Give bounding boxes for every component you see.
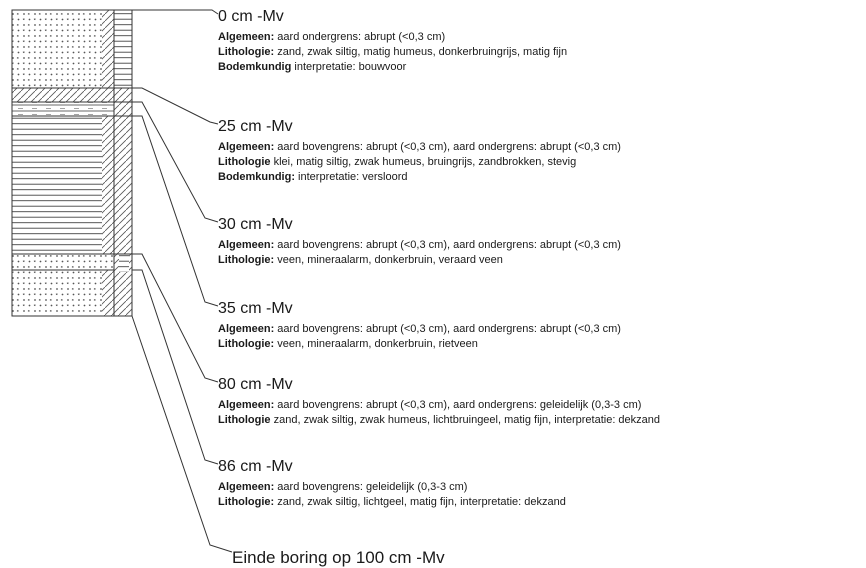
property-value: zand, zwak siltig, matig humeus, donkerb…	[274, 46, 568, 58]
litho-peat-humus	[102, 116, 114, 254]
layer-depth-label: 80 cm -Mv	[218, 376, 293, 393]
property-label: Lithologie:	[218, 46, 275, 58]
sub-column-2	[114, 88, 132, 254]
layer-property-line: Lithologie zand, zwak siltig, zwak humeu…	[218, 413, 660, 428]
litho-topsoil-humus	[102, 10, 114, 88]
property-value: interpretatie: versloord	[295, 171, 408, 183]
property-value: aard bovengrens: abrupt (<0,3 cm), aard …	[274, 323, 621, 335]
litho-sand-2	[12, 270, 102, 316]
property-value: zand, zwak siltig, zwak humeus, lichtbru…	[270, 414, 661, 426]
column-outline	[11, 9, 133, 317]
property-label: Algemeen:	[218, 323, 275, 335]
property-value: aard bovengrens: abrupt (<0,3 cm), aard …	[274, 239, 621, 251]
layer-property-line: Bodemkundig interpretatie: bouwvoor	[218, 60, 567, 75]
property-label: Lithologie:	[218, 254, 275, 266]
layer-depth-label: 35 cm -Mv	[218, 300, 293, 317]
litho-peat-2	[12, 116, 114, 254]
layer-property-line: Algemeen: aard bovengrens: abrupt (<0,3 …	[218, 140, 621, 155]
layer-property-line: Algemeen: aard bovengrens: abrupt (<0,3 …	[218, 322, 621, 337]
property-value: klei, matig siltig, zwak humeus, bruingr…	[270, 156, 577, 168]
property-label: Lithologie:	[218, 338, 275, 350]
property-label: Lithologie:	[218, 496, 275, 508]
leader-line	[132, 269, 219, 465]
property-label: Algemeen:	[218, 481, 275, 493]
leader-line	[131, 315, 233, 553]
layer-property-line: Bodemkundig: interpretatie: versloord	[218, 170, 621, 185]
layer-property-line: Lithologie: zand, zwak siltig, lichtgeel…	[218, 495, 566, 510]
property-value: interpretatie: bouwvoor	[291, 61, 407, 73]
layer-property-line: Lithologie: zand, zwak siltig, matig hum…	[218, 45, 567, 60]
sub-column-1	[114, 10, 132, 88]
litho-peat-1	[12, 102, 114, 116]
property-label: Lithologie	[218, 414, 271, 426]
layer-property-line: Lithologie: veen, mineraalarm, donkerbru…	[218, 253, 621, 268]
property-label: Algemeen:	[218, 239, 275, 251]
property-label: Algemeen:	[218, 399, 275, 411]
property-value: veen, mineraalarm, donkerbruin, rietveen	[274, 338, 478, 350]
litho-sand-2-humus	[102, 270, 114, 316]
layer-depth-label: 86 cm -Mv	[218, 458, 293, 475]
layer-property-line: Lithologie: veen, mineraalarm, donkerbru…	[218, 337, 621, 352]
litho-sand-1	[12, 254, 114, 270]
property-value: aard ondergrens: abrupt (<0,3 cm)	[274, 31, 446, 43]
property-value: veen, mineraalarm, donkerbruin, veraard …	[274, 254, 503, 266]
sub-column-gap	[119, 254, 129, 272]
litho-clay-band	[12, 88, 114, 102]
property-label: Algemeen:	[218, 141, 275, 153]
property-label: Bodemkundig:	[218, 171, 295, 183]
property-value: aard bovengrens: abrupt (<0,3 cm), aard …	[274, 399, 642, 411]
litho-sand-topsoil	[12, 10, 102, 88]
leader-line	[132, 87, 219, 125]
layer-depth-label: 0 cm -Mv	[218, 8, 284, 25]
layer-property-line: Algemeen: aard ondergrens: abrupt (<0,3 …	[218, 30, 567, 45]
property-value: aard bovengrens: abrupt (<0,3 cm), aard …	[274, 141, 621, 153]
layer-depth-label: 25 cm -Mv	[218, 118, 293, 135]
layer-property-line: Algemeen: aard bovengrens: abrupt (<0,3 …	[218, 238, 621, 253]
leader-line	[132, 115, 219, 307]
end-of-boring-label: Einde boring op 100 cm -Mv	[232, 548, 445, 567]
leader-line	[132, 101, 219, 223]
layer-property-line: Algemeen: aard bovengrens: abrupt (<0,3 …	[218, 398, 660, 413]
layer-depth-label: 30 cm -Mv	[218, 216, 293, 233]
property-label: Bodemkundig	[218, 61, 292, 73]
layer-property-line: Lithologie klei, matig siltig, zwak hume…	[218, 155, 621, 170]
property-label: Algemeen:	[218, 31, 275, 43]
layer-property-line: Algemeen: aard bovengrens: geleidelijk (…	[218, 480, 566, 495]
leader-line	[132, 9, 219, 15]
property-value: aard bovengrens: geleidelijk (0,3-3 cm)	[274, 481, 468, 493]
leader-line	[132, 253, 219, 383]
property-label: Lithologie	[218, 156, 271, 168]
property-value: zand, zwak siltig, lichtgeel, matig fijn…	[274, 496, 566, 508]
